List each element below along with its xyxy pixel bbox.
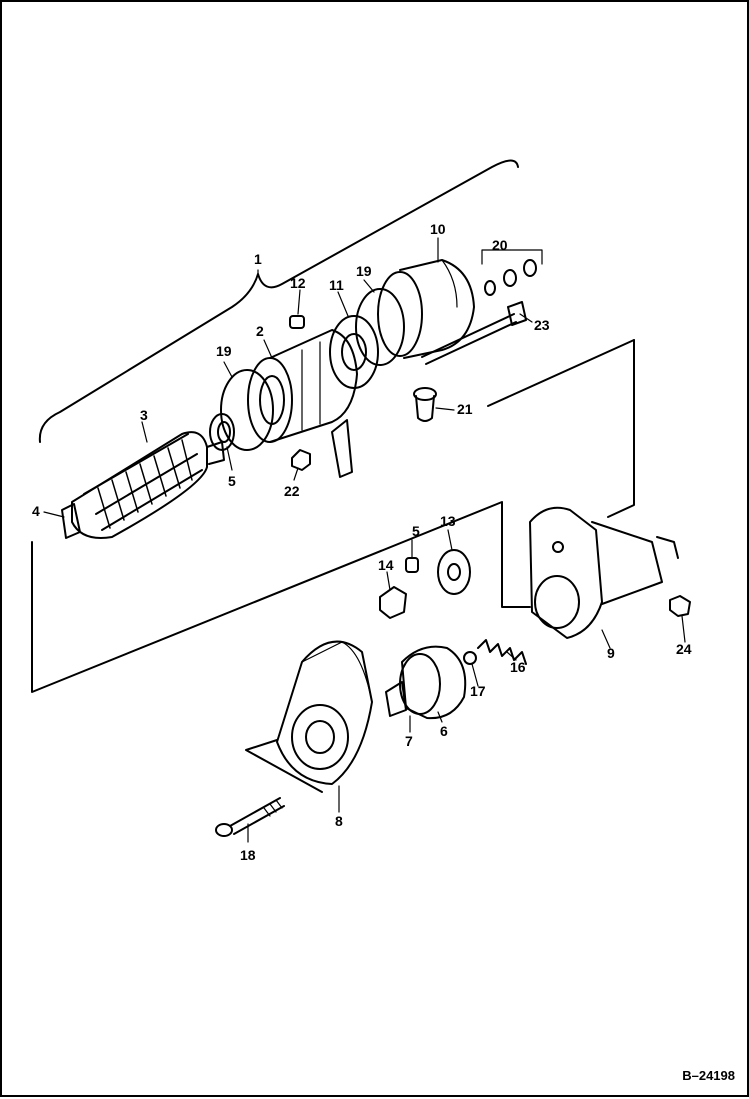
callout-11: 11 (329, 277, 344, 293)
subassembly-outline-top (487, 339, 635, 407)
leader-lines (43, 237, 686, 843)
callout-16: 16 (510, 659, 526, 675)
callout-13: 13 (440, 513, 456, 529)
assembly-brace (38, 159, 519, 443)
subassembly-outline-right (607, 339, 635, 518)
o-ring-right (355, 288, 405, 366)
callout-12: 12 (290, 275, 306, 291)
callout-1: 1 (254, 251, 262, 267)
callout-24: 24 (676, 641, 692, 657)
callout-9: 9 (607, 645, 615, 661)
callout-23: 23 (534, 317, 550, 333)
clutch-assembly (385, 645, 467, 720)
holder-14 (379, 586, 407, 619)
callout-5-pin: 5 (412, 523, 420, 539)
long-bolt-18 (215, 797, 285, 837)
callout-2: 2 (256, 323, 264, 339)
subassembly-outline (31, 501, 531, 693)
callout-4: 4 (32, 503, 40, 519)
callout-20: 20 (492, 237, 508, 253)
callout-8: 8 (335, 813, 343, 829)
callout-19-left: 19 (216, 343, 232, 359)
yoke (247, 329, 358, 443)
callout-3: 3 (140, 407, 148, 423)
callout-17: 17 (470, 683, 486, 699)
callout-14: 14 (378, 557, 394, 573)
front-housing (276, 640, 373, 785)
end-frame (377, 259, 475, 359)
callout-10: 10 (430, 221, 446, 237)
bushing-21 (413, 387, 437, 422)
pinion-gear-13 (437, 549, 471, 595)
housing-frame-line (245, 739, 323, 793)
pin-15 (405, 557, 419, 573)
callout-19-right: 19 (356, 263, 372, 279)
callout-22: 22 (284, 483, 300, 499)
callout-5-bearing: 5 (228, 473, 236, 489)
figure-number: B–24198 (682, 1068, 735, 1083)
callout-18: 18 (240, 847, 256, 863)
magnetic-switch (529, 506, 679, 639)
washer-set-20 (484, 259, 537, 296)
callout-21: 21 (457, 401, 473, 417)
through-bolt (421, 301, 527, 365)
nut-22 (291, 449, 311, 471)
small-nut-12 (289, 315, 305, 329)
callout-6: 6 (440, 723, 448, 739)
o-ring-left (220, 369, 274, 451)
ball-17 (463, 651, 477, 665)
armature (61, 431, 225, 539)
nut-24 (669, 595, 691, 617)
spring-16 (477, 639, 527, 665)
callout-7: 7 (405, 733, 413, 749)
brush-holder (329, 315, 379, 478)
